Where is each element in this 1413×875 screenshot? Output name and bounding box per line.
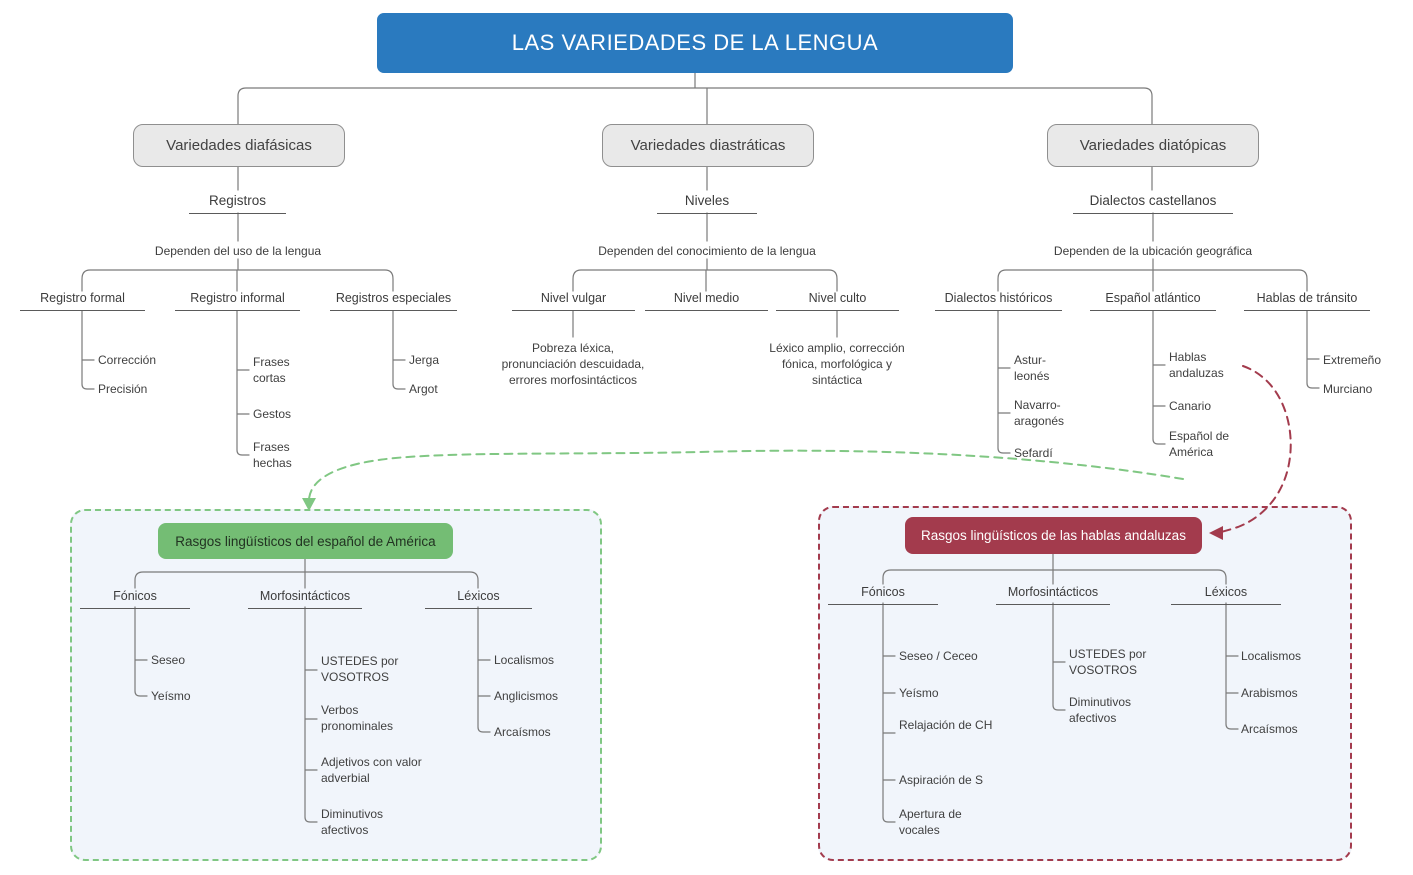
sub-node-registro-formal: Registro formal xyxy=(20,291,145,311)
leaf-item: Jerga xyxy=(409,353,440,367)
leaf-item: Aspiración de S xyxy=(899,773,984,787)
sub-node-dialectos-historicos: Dialectos históricos xyxy=(935,291,1062,311)
sub-node-registro-informal: Registro informal xyxy=(175,291,300,311)
depends-note: Dependen del uso de la lengua xyxy=(154,244,322,258)
leaf-item: Frases hechas xyxy=(253,440,292,470)
branch-node-diastraticas[interactable]: Variedades diastráticas xyxy=(602,124,814,167)
leaf-item: Astur-leonés xyxy=(1014,353,1050,383)
page-title: LAS VARIEDADES DE LA LENGUA xyxy=(511,30,879,55)
leaf-item: Corrección xyxy=(98,353,157,367)
map-title-node[interactable]: LAS VARIEDADES DE LA LENGUA xyxy=(377,13,1013,73)
leaf-item: USTEDES por VOSOTROS xyxy=(1069,647,1147,677)
sub-node-nivel-culto: Nivel culto xyxy=(776,291,899,311)
group-lexicos: Léxicos xyxy=(425,589,532,609)
sub-node-espanol-atlantico: Español atlántico xyxy=(1090,291,1216,311)
category-niveles: Niveles xyxy=(657,192,757,214)
leaf-item: Canario xyxy=(1169,399,1212,413)
leaf-item: Precisión xyxy=(98,382,148,396)
branch-node-diatopicas[interactable]: Variedades diatópicas xyxy=(1047,124,1259,167)
level-description: Pobreza léxica, pronunciación descuidada… xyxy=(501,341,645,387)
leaf-item: Yeísmo xyxy=(899,686,939,700)
group-morfosintacticos: Morfosintácticos xyxy=(996,585,1110,605)
leaf-item: Seseo / Ceceo xyxy=(899,649,978,663)
leaf-item: Verbos pronominales xyxy=(321,703,394,733)
leaf-item: Diminutivos afectivos xyxy=(321,807,384,837)
leaf-item: Sefardí xyxy=(1014,446,1053,460)
leaf-item: Navarro-aragonés xyxy=(1014,398,1065,428)
depends-note: Dependen de la ubicación geográfica xyxy=(1053,244,1253,258)
sub-node-hablas-de-transito: Hablas de tránsito xyxy=(1244,291,1370,311)
leaf-item: Arabismos xyxy=(1241,686,1298,700)
sub-node-nivel-vulgar: Nivel vulgar xyxy=(512,291,635,311)
leaf-item: Yeísmo xyxy=(151,689,191,703)
leaf-item: Extremeño xyxy=(1323,353,1382,367)
andaluzas-traits-header[interactable]: Rasgos lingüísticos de las hablas andalu… xyxy=(905,517,1202,554)
level-description: Léxico amplio, corrección fónica, morfol… xyxy=(769,341,905,387)
branch-node-diafasicas[interactable]: Variedades diafásicas xyxy=(133,124,345,167)
leaf-item: Arcaísmos xyxy=(1241,722,1298,736)
group-morfosintacticos: Morfosintácticos xyxy=(248,589,362,609)
leaf-item: Adjetivos con valor adverbial xyxy=(321,755,422,785)
category-registros: Registros xyxy=(189,192,286,214)
leaf-item: Anglicismos xyxy=(494,689,559,703)
leaf-item: Seseo xyxy=(151,653,186,667)
leaf-item: Gestos xyxy=(253,407,292,421)
sub-node-nivel-medio: Nivel medio xyxy=(645,291,768,311)
leaf-item: Localismos xyxy=(1241,649,1302,663)
leaf-item: Murciano xyxy=(1323,382,1373,396)
leaf-item: Apertura de vocales xyxy=(899,807,962,837)
sub-node-registros-especiales: Registros especiales xyxy=(330,291,457,311)
leaf-item: Frases cortas xyxy=(253,355,290,385)
group-fonicos: Fónicos xyxy=(80,589,190,609)
group-fonicos: Fónicos xyxy=(828,585,938,605)
leaf-item: Argot xyxy=(409,382,438,396)
leaf-item: Diminutivos afectivos xyxy=(1069,695,1132,725)
group-lexicos: Léxicos xyxy=(1171,585,1281,605)
depends-note: Dependen del conocimiento de la lengua xyxy=(598,244,816,258)
leaf-item: Español de América xyxy=(1169,429,1230,459)
category-dialectos-castellanos: Dialectos castellanos xyxy=(1073,192,1233,214)
leaf-item: USTEDES por VOSOTROS xyxy=(321,654,399,684)
leaf-item: Localismos xyxy=(494,653,555,667)
leaf-item: Relajación de CH xyxy=(899,718,993,732)
america-traits-header[interactable]: Rasgos lingüísticos del español de Améri… xyxy=(158,523,453,559)
leaf-item: Hablas andaluzas xyxy=(1169,350,1224,380)
leaf-item: Arcaísmos xyxy=(494,725,551,739)
